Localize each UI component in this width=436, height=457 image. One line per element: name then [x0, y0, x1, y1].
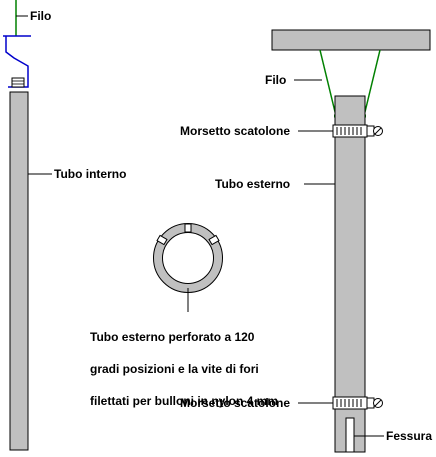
label-morsetto-bottom: Morsetto scatolone — [180, 396, 291, 410]
ceiling-beam — [271, 29, 431, 51]
screw-hole-top — [184, 223, 192, 233]
note-line-3: filettati per bulloni in nylon 4 mm — [90, 394, 279, 408]
screw-hole-right — [208, 234, 220, 246]
label-fessura: Fessura — [386, 429, 433, 443]
inner-tube — [9, 91, 29, 451]
note-line-1: Tubo esterno perforato a 120 — [90, 330, 255, 344]
right-wire-left — [319, 49, 337, 117]
blue-hook — [3, 35, 31, 88]
label-filo-left: Filo — [30, 9, 52, 23]
tube-cross-section-fill — [154, 224, 222, 292]
bolt-head — [11, 77, 25, 88]
label-tubo-esterno: Tubo esterno — [215, 177, 291, 191]
cross-section-note: Tubo esterno perforato a 120 gradi posiz… — [90, 313, 330, 425]
label-tubo-interno: Tubo interno — [54, 167, 127, 181]
tube-slot — [345, 417, 355, 453]
outer-tube — [334, 95, 366, 453]
label-filo-right: Filo — [265, 73, 287, 87]
top-hose-clamp — [332, 124, 383, 138]
right-wire-right — [363, 49, 381, 117]
screw-hole-left — [156, 234, 168, 246]
note-line-2: gradi posizioni e la vite di fori — [90, 362, 259, 376]
bottom-hose-clamp — [332, 396, 383, 410]
label-morsetto-top: Morsetto scatolone — [180, 124, 291, 138]
